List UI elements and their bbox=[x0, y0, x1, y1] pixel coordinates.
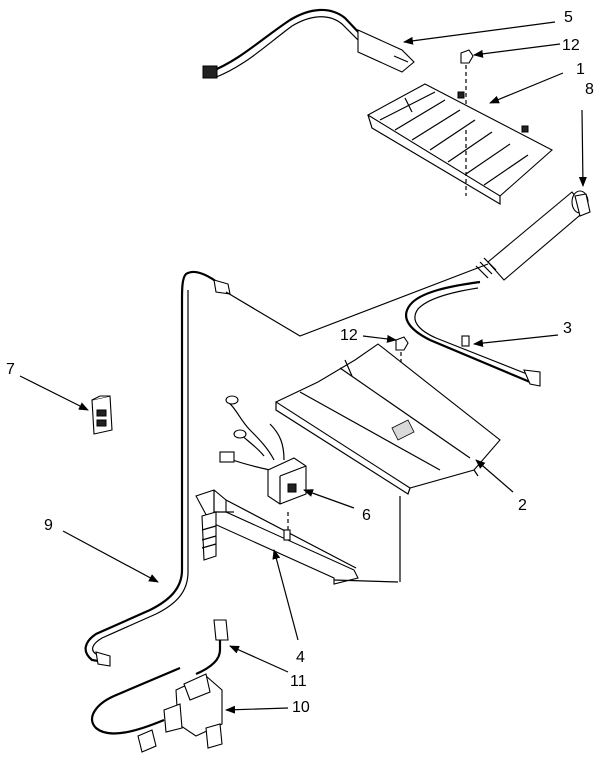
burner-baffle-part-2 bbox=[274, 343, 501, 495]
callout-6: 6 bbox=[362, 507, 371, 524]
callout-labels: 5 12 1 8 3 12 7 2 6 9 4 11 10 bbox=[6, 9, 594, 716]
callout-12-top: 12 bbox=[562, 37, 580, 54]
callout-3: 3 bbox=[563, 320, 572, 337]
assembly-lines bbox=[225, 263, 489, 583]
callout-9: 9 bbox=[44, 517, 53, 534]
callout-5: 5 bbox=[564, 9, 573, 26]
igniter-harness-part-5 bbox=[202, 8, 415, 79]
callout-7: 7 bbox=[6, 361, 15, 378]
callout-11: 11 bbox=[290, 673, 307, 690]
callout-4: 4 bbox=[296, 649, 305, 666]
burner-baffle-part-1 bbox=[366, 83, 553, 206]
callout-8: 8 bbox=[585, 81, 594, 98]
callout-10: 10 bbox=[292, 699, 310, 716]
callout-1: 1 bbox=[576, 61, 585, 78]
nut-part-12-top bbox=[460, 49, 474, 132]
pressure-regulator-part-10 bbox=[90, 619, 229, 753]
wiring-harness bbox=[219, 395, 285, 471]
switch-module-part-7 bbox=[91, 395, 113, 435]
burner-tube-part-8 bbox=[475, 190, 591, 281]
callout-2: 2 bbox=[518, 497, 527, 514]
callout-12-lower: 12 bbox=[340, 327, 358, 344]
burner-bracket-part-3 bbox=[405, 280, 541, 387]
callout-leaders bbox=[19, 21, 587, 714]
igniter-part-6 bbox=[267, 457, 307, 505]
gas-tube-part-9 bbox=[84, 270, 231, 667]
burner-part-4 bbox=[195, 489, 359, 585]
